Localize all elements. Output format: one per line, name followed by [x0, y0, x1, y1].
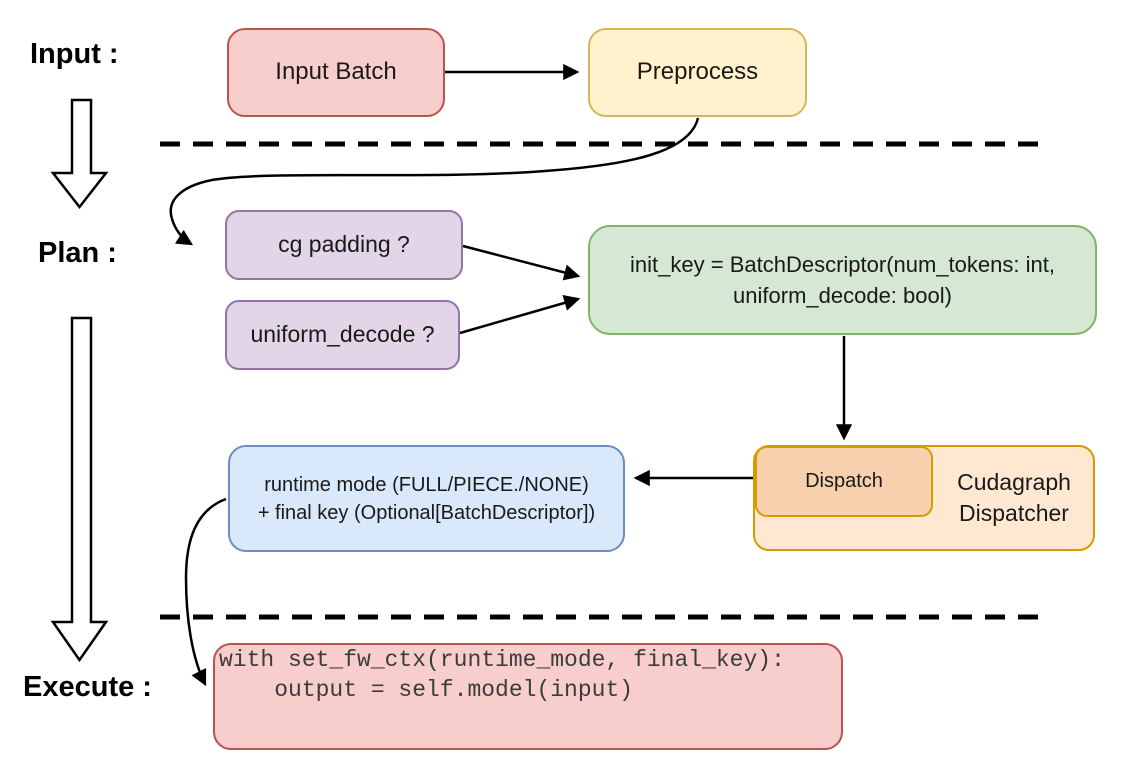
node-init-key-line1: init_key = BatchDescriptor(num_tokens: i… [630, 252, 1055, 277]
node-uniform-decode: uniform_decode ? [225, 300, 460, 370]
node-cg-padding-label: cg padding ? [278, 231, 410, 258]
node-dispatch-label: Dispatch [805, 470, 883, 492]
node-preprocess-label: Preprocess [636, 58, 759, 86]
node-uniform-decode-label: uniform_decode ? [250, 321, 435, 348]
section-label-input: Input : [30, 38, 119, 70]
section-label-execute: Execute : [23, 671, 152, 703]
node-execute-code: with set_fw_ctx(runtime_mode, final_key)… [213, 643, 843, 750]
down-arrow-input-icon [50, 98, 109, 210]
cudagraph-dispatcher-label: Cudagraph Dispatcher [935, 447, 1093, 549]
node-input-batch: Input Batch [227, 28, 445, 117]
node-preprocess: Preprocess [588, 28, 807, 117]
node-input-batch-label: Input Batch [275, 58, 397, 86]
node-dispatch: Dispatch [755, 446, 933, 517]
execute-code-line2: output = self.model(input) [219, 677, 634, 703]
section-label-plan: Plan : [38, 237, 117, 269]
arrow-uniform-decode-to-init-key [459, 295, 581, 335]
node-init-key: init_key = BatchDescriptor(num_tokens: i… [588, 225, 1097, 335]
down-arrow-plan-icon [50, 316, 109, 663]
node-runtime-mode: runtime mode (FULL/PIECE./NONE) + final … [228, 445, 625, 552]
cudagraph-dispatcher-line1: Cudagraph [957, 469, 1071, 495]
node-runtime-mode-line2: + final key (Optional[BatchDescriptor]) [257, 501, 596, 524]
execute-code-line1: with set_fw_ctx(runtime_mode, final_key)… [219, 647, 785, 673]
node-runtime-mode-line1: runtime mode (FULL/PIECE./NONE) [264, 473, 589, 496]
cudagraph-dispatcher-line2: Dispatcher [959, 500, 1069, 526]
arrow-cg-padding-to-init-key [462, 244, 581, 281]
node-init-key-line2: uniform_decode: bool) [733, 283, 952, 308]
node-cg-padding: cg padding ? [225, 210, 463, 280]
